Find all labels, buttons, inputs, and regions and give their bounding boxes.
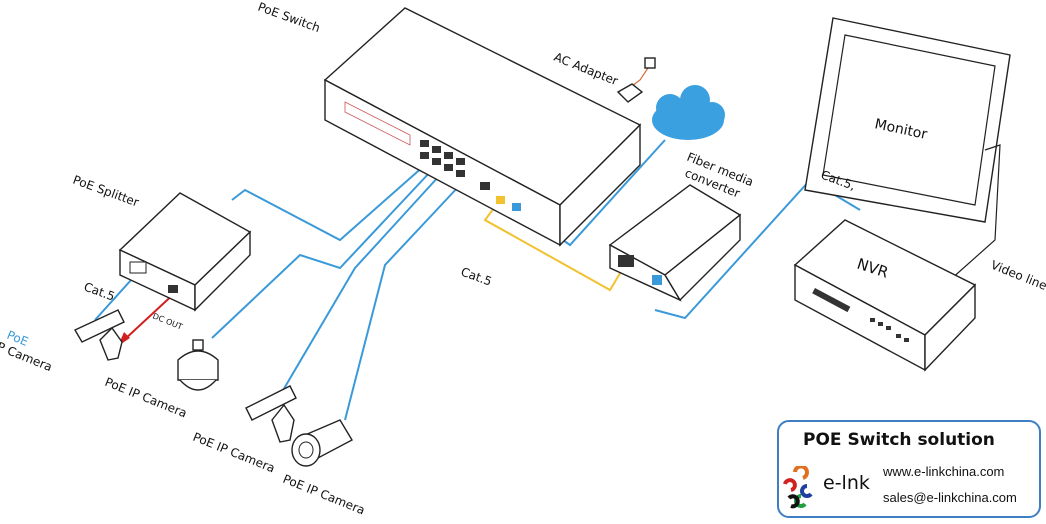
poe-splitter [118, 192, 252, 312]
internet-cloud-icon [652, 85, 725, 140]
cable-bullet-camera [344, 184, 461, 421]
label-poe-switch: PoE Switch [256, 0, 322, 35]
cable-splitter [231, 164, 426, 242]
email-link[interactable]: sales@e-linkchina.com [883, 490, 1017, 505]
box-camera [245, 385, 297, 443]
website-link[interactable]: www.e-linkchina.com [883, 464, 1005, 479]
brand-name: e-lnk [823, 472, 870, 494]
label-poe-ip-camera-2: PoE IP Camera [191, 430, 277, 476]
fiber-cable [483, 199, 626, 292]
label-poe-ip-camera-3: PoE IP Camera [281, 472, 367, 518]
cable-box-camera [281, 174, 441, 393]
solution-info-box: POE Switch solution e-lnk www.e-linkchin… [777, 420, 1041, 518]
ac-adapter [616, 57, 656, 103]
label-dc-out: DC OUT [151, 312, 184, 332]
cable-dome-camera [211, 169, 433, 339]
nvr [793, 219, 977, 372]
label-video-line: Video line [989, 258, 1046, 293]
label-poe-splitter: PoE Splitter [71, 173, 141, 210]
box-camera-splitter [74, 309, 125, 361]
label-poe-ip-camera-1: PoE IP Camera [103, 375, 189, 421]
dome-camera [177, 339, 219, 391]
label-ac-adapter: AC Adapter [552, 50, 620, 88]
solution-title: POE Switch solution [803, 430, 995, 450]
label-cat5-center: Cat.5 [459, 265, 494, 289]
fiber-media-converter [608, 184, 742, 302]
monitor [804, 17, 1011, 281]
label-cat5-splitter: Cat.5 [82, 280, 117, 304]
poe-switch [323, 7, 642, 247]
e-link-logo-icon [783, 466, 813, 509]
bullet-camera [291, 419, 353, 467]
